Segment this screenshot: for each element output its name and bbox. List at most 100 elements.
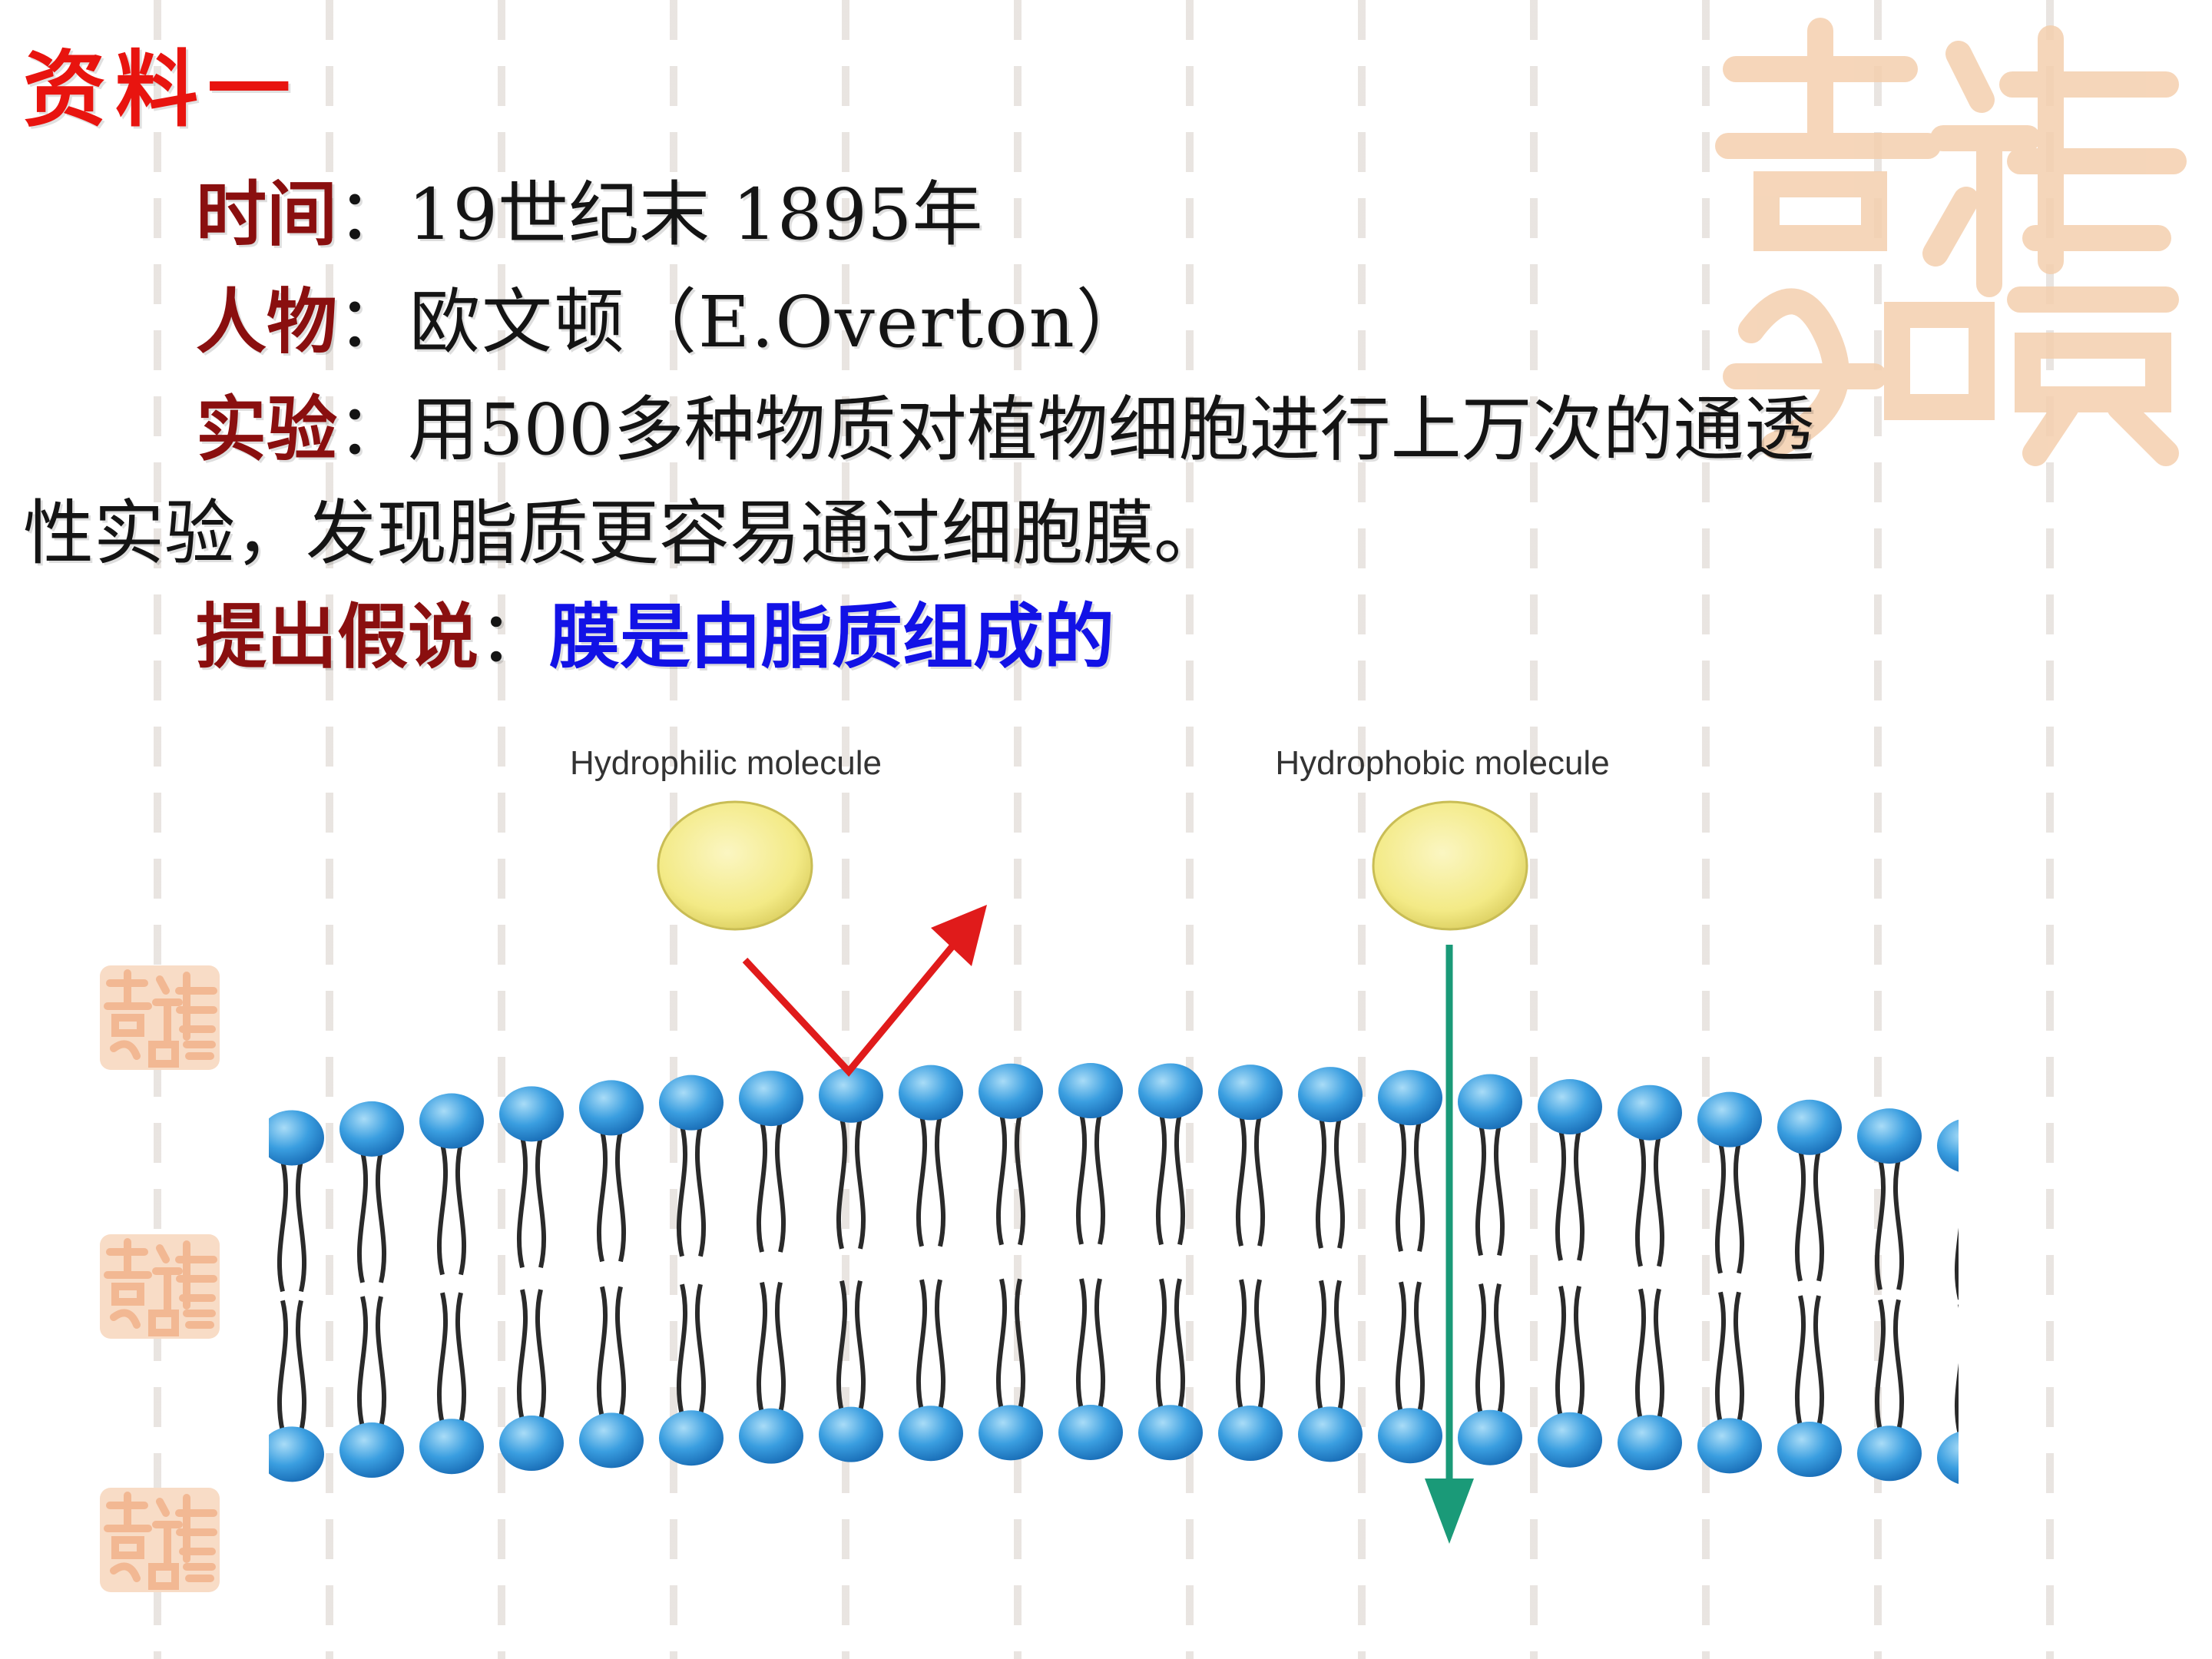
lipid-head [1697, 1418, 1762, 1474]
lipid-tail [596, 1130, 608, 1263]
experiment-value-2: 性实验，发现脂质更容易通过细胞膜。 [23, 492, 1225, 575]
experiment-label: 实验 [196, 388, 338, 471]
lipid-head [499, 1086, 564, 1142]
lipid-tail [1235, 1114, 1247, 1247]
lipid-tail [1235, 1279, 1247, 1411]
experiment-value-1: ：用500多种物质对植物细胞进行上万次的通透 [337, 389, 1815, 471]
time-value: ：19世纪末 1895年 [337, 174, 983, 256]
lipid-tail [1315, 1117, 1327, 1249]
hypothesis-separator: ： [478, 596, 550, 678]
seal-logo-small-3 [100, 1488, 220, 1592]
lipid-head [1777, 1099, 1842, 1155]
lipid-tail [1493, 1283, 1505, 1416]
lipid-tail [375, 1151, 387, 1283]
lipid-head [1378, 1070, 1442, 1126]
lipid-tail [436, 1143, 449, 1276]
lipid-tail [1253, 1114, 1266, 1247]
lipid-tail [1653, 1288, 1665, 1420]
lipid-tail [455, 1143, 467, 1276]
person-value: ：欧文顿（E.Overton） [337, 281, 1148, 363]
lipid-head [1218, 1406, 1283, 1462]
lipid-tail [995, 1114, 1008, 1246]
lipid-tail [1714, 1141, 1727, 1274]
lipid-tail [1555, 1286, 1567, 1418]
lipid-tail [1094, 1113, 1106, 1245]
lipid-head [739, 1071, 803, 1127]
lipid-tail [535, 1289, 547, 1421]
person-label: 人物 [196, 280, 338, 363]
lipid-tail [1155, 1113, 1167, 1246]
lipid-tail [1174, 1278, 1186, 1410]
lipid-tail [1315, 1280, 1327, 1412]
lipid-head [579, 1080, 644, 1136]
lipid-tail [276, 1300, 289, 1432]
lipid-tail [1794, 1295, 1806, 1427]
lipid-tail [916, 1114, 928, 1247]
lipid-head [899, 1406, 963, 1462]
lipid-tail [1573, 1286, 1585, 1418]
lipid-tail [455, 1292, 467, 1424]
lipid-tail [1634, 1135, 1647, 1267]
pass-through-arrow [1425, 945, 1474, 1544]
seal-logo-small-1 [100, 965, 220, 1070]
lipid-tail [1333, 1280, 1346, 1412]
lipid-head [1777, 1422, 1842, 1478]
lipid-tail [774, 1281, 786, 1414]
lipid-tail [916, 1279, 928, 1411]
lipid-tail [1075, 1113, 1088, 1245]
lipid-tail [1874, 1299, 1886, 1431]
lipid-tail [995, 1278, 1008, 1411]
lipid-tail [836, 1280, 848, 1412]
lipid-tail [934, 1279, 946, 1411]
experiment-line-2: 性实验，发现脂质更容易通过细胞膜。 [23, 476, 1224, 578]
lipid-head [979, 1405, 1043, 1461]
lipid-tail [1794, 1150, 1806, 1282]
lipid-tail [614, 1286, 627, 1419]
lipid-head [419, 1419, 484, 1475]
lipid-tail [1954, 1304, 1959, 1435]
lipid-head [1298, 1406, 1363, 1462]
lipid-head [1538, 1079, 1602, 1135]
lipid-tail [836, 1118, 848, 1250]
lipid-head [1618, 1084, 1682, 1141]
lipid-tail [276, 1160, 289, 1293]
lipid-bilayer [269, 1063, 1959, 1485]
experiment-line: 实验：用500多种物质对植物细胞进行上万次的通透 [196, 373, 1815, 475]
hydrophilic-label: Hydrophilic molecule [570, 744, 882, 782]
lipid-tail [1413, 1281, 1426, 1413]
lipid-tail [1475, 1283, 1487, 1416]
lipid-tail [1813, 1150, 1825, 1282]
lipid-head [339, 1101, 404, 1157]
time-label: 时间 [196, 173, 338, 256]
lipid-head [899, 1065, 963, 1121]
lipid-head [1058, 1405, 1123, 1461]
hydrophilic-molecule [657, 800, 813, 931]
slide-title: 资料一 [23, 41, 300, 138]
lipid-head [1138, 1405, 1203, 1461]
lipid-tail [1014, 1278, 1026, 1411]
lipid-head [659, 1075, 724, 1131]
lipid-head [1857, 1108, 1922, 1164]
lipid-tail [1395, 1281, 1407, 1413]
membrane-diagram: Hydrophilic molecule Hydrophobic molecul… [269, 744, 1959, 1544]
hypothesis-label: 提出假说 [196, 595, 479, 678]
lipid-head [419, 1093, 484, 1149]
hypothesis-line: 提出假说：膜是由脂质组成的 [196, 580, 1114, 682]
lipid-tail [516, 1289, 528, 1421]
lipid-tail [1493, 1124, 1505, 1257]
lipid-tail [694, 1283, 707, 1416]
lipid-head [1857, 1426, 1922, 1482]
lipid-tail [1954, 1169, 1959, 1300]
lipid-tail [1155, 1278, 1167, 1410]
lipid-tail [1475, 1124, 1487, 1257]
lipid-tail [1874, 1158, 1886, 1290]
lipid-head [819, 1067, 883, 1123]
lipid-tail [596, 1286, 608, 1419]
lipid-tail [756, 1121, 768, 1253]
lipid-tail [854, 1280, 866, 1412]
lipid-head [1218, 1065, 1283, 1121]
lipid-tail [1253, 1279, 1266, 1411]
lipid-tail [1075, 1278, 1088, 1410]
lipid-tail [1733, 1141, 1745, 1274]
lipid-head [1618, 1415, 1682, 1471]
